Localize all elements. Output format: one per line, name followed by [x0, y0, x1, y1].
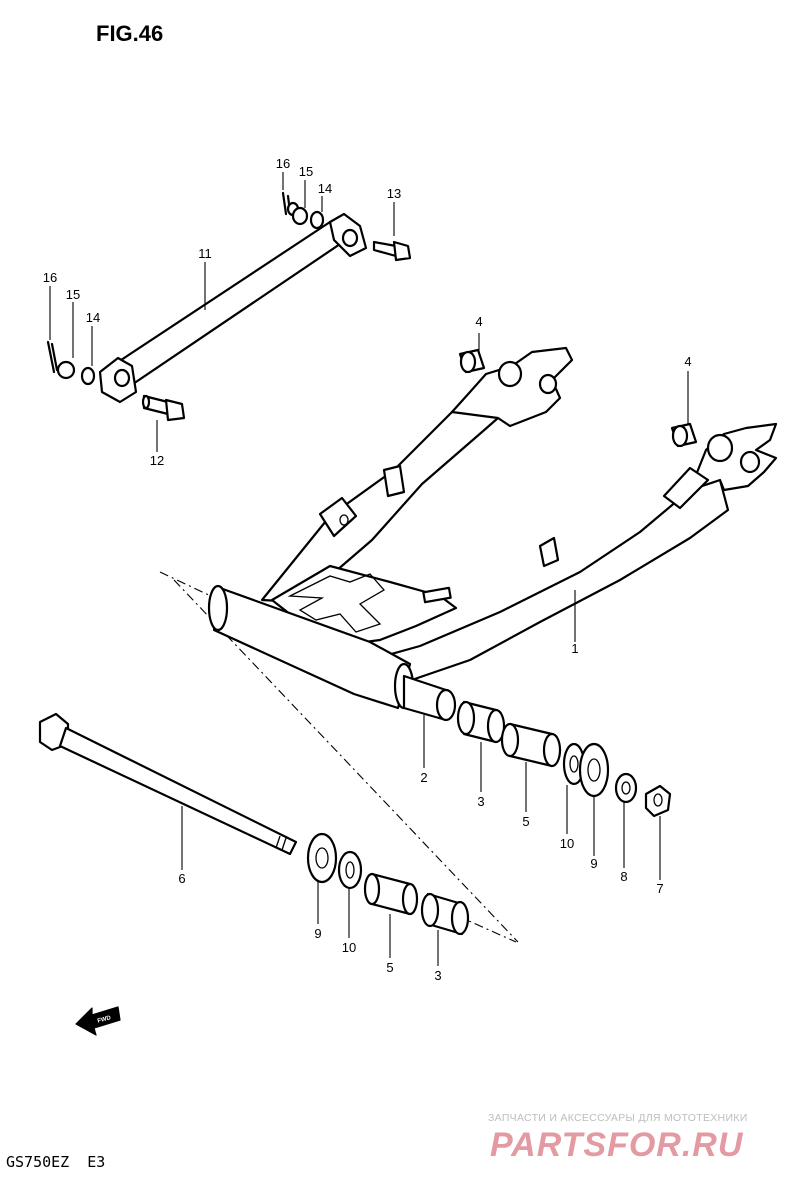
- lower-castle-nut: [56, 360, 76, 380]
- callout-7: 7: [656, 881, 663, 896]
- watermark: ЗАПЧАСТИ И АКСЕССУАРЫ ДЛЯ МОТОТЕХНИКИ PA…: [488, 1112, 748, 1164]
- left-dust-cap: [458, 348, 486, 374]
- needle-bearing-right: [456, 700, 506, 744]
- callout-1: 1: [571, 641, 578, 656]
- callout-10: 10: [342, 940, 356, 955]
- plain-washer: [614, 772, 638, 804]
- forward-arrow-icon: FWD: [75, 1006, 121, 1036]
- callout-5: 5: [522, 814, 529, 829]
- upper-washer: [309, 210, 325, 230]
- pivot-shaft: [38, 712, 298, 856]
- lower-cotter-pin: [46, 340, 59, 374]
- callout-13: 13: [387, 186, 401, 201]
- callout-9: 9: [590, 856, 597, 871]
- pivot-nut: [644, 784, 672, 818]
- oil-seal-right: [578, 742, 610, 798]
- callout-14: 14: [318, 181, 332, 196]
- callout-labels: 1 2 3 3 4 4 5 5 6 7 8 9 9 10 10 11 12 13…: [43, 156, 692, 983]
- callout-16: 16: [276, 156, 290, 171]
- watermark-brand: PARTSFOR.RU: [490, 1126, 744, 1164]
- forward-label: FWD: [97, 1015, 112, 1025]
- figure-title: FIG.46: [96, 21, 163, 46]
- callout-11: 11: [198, 246, 212, 261]
- callout-9: 9: [314, 926, 321, 941]
- lower-washer: [80, 366, 96, 386]
- watermark-tagline: ЗАПЧАСТИ И АКСЕССУАРЫ ДЛЯ МОТОТЕХНИКИ: [488, 1112, 748, 1124]
- lower-bolt: [141, 394, 186, 422]
- callout-4: 4: [475, 314, 482, 329]
- callout-10: 10: [560, 836, 574, 851]
- callout-4: 4: [684, 354, 691, 369]
- callout-6: 6: [178, 871, 185, 886]
- callout-8: 8: [620, 869, 627, 884]
- callout-16: 16: [43, 270, 57, 285]
- callout-3: 3: [434, 968, 441, 983]
- right-dust-cap: [670, 422, 698, 448]
- spacer-left: [363, 872, 419, 916]
- callout-14: 14: [86, 310, 100, 325]
- callout-12: 12: [150, 453, 164, 468]
- model-code: GS750EZ E3: [6, 1153, 105, 1171]
- callout-5: 5: [386, 960, 393, 975]
- callout-3: 3: [477, 794, 484, 809]
- callout-2: 2: [420, 770, 427, 785]
- upper-castle-nut: [291, 206, 309, 226]
- torque-rod: [98, 212, 368, 404]
- oil-seal-left: [306, 832, 338, 884]
- swingarm: [207, 346, 778, 710]
- spacer-right: [500, 722, 562, 768]
- callout-15: 15: [66, 287, 80, 302]
- callout-15: 15: [299, 164, 313, 179]
- thrust-washer-left: [337, 850, 363, 890]
- leader-lines: [49, 172, 689, 966]
- upper-bolt: [372, 240, 412, 262]
- pivot-bushing: [402, 674, 457, 722]
- needle-bearing-left: [420, 892, 470, 936]
